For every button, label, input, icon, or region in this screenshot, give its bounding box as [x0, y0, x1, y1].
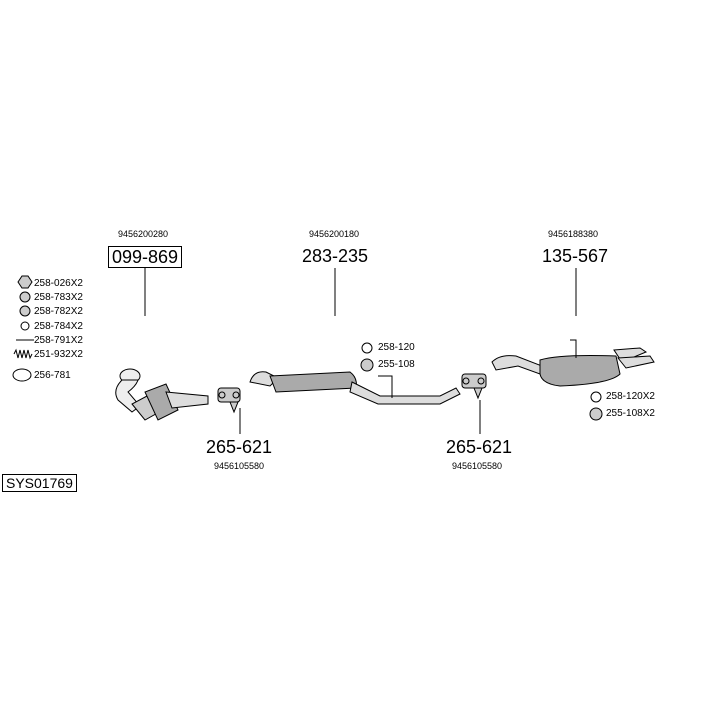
spring-icon: [13, 348, 33, 360]
legend-item: 251-932X2: [8, 347, 83, 361]
legend-label: 258-791X2: [34, 334, 83, 346]
legend-item: 258-784X2: [8, 319, 83, 333]
part-number[interactable]: 099-869: [108, 246, 183, 268]
legend-item: 256-781: [8, 368, 71, 382]
fitting-label: 258-120X2: [606, 391, 655, 402]
oem-number: 9456105580: [452, 461, 503, 471]
part-number[interactable]: 265-621: [206, 437, 273, 457]
system-code: SYS01769: [2, 474, 77, 492]
clamp-rear-drawing: [461, 373, 487, 400]
clamp-front-drawing: [217, 387, 241, 414]
part-number[interactable]: 283-235: [302, 246, 369, 266]
fitting-label: 255-108: [378, 359, 415, 370]
legend-label: 258-784X2: [34, 320, 83, 332]
legend-item: 258-026X2: [8, 276, 83, 290]
fitting-label: 255-108X2: [606, 408, 655, 419]
washer-icon: [20, 321, 30, 331]
spring-washer-icon: [19, 305, 31, 317]
legend-label: 258-026X2: [34, 277, 83, 289]
hanger-icon: [360, 358, 374, 372]
rubber-ring-icon: [590, 391, 602, 403]
part-number[interactable]: 265-621: [446, 437, 513, 457]
rear-silencer-drawing: [491, 339, 655, 387]
hanger-icon: [589, 407, 603, 421]
oem-number: 9456188380: [548, 229, 599, 239]
rubber-ring-icon: [361, 342, 373, 354]
legend-item: 258-783X2: [8, 290, 83, 304]
oem-number: 9456200280: [118, 229, 169, 239]
catalytic-converter-drawing: [115, 368, 209, 421]
gasket-icon: [12, 368, 32, 382]
oem-number: 9456200180: [309, 229, 360, 239]
fitting-label: 258-120: [378, 342, 415, 353]
legend-label: 258-783X2: [34, 291, 83, 303]
legend-label: 251-932X2: [34, 348, 83, 360]
hex-nut-icon: [17, 275, 33, 289]
flange-nut-icon: [19, 291, 31, 303]
oem-number: 9456105580: [214, 461, 265, 471]
legend-item: 258-791X2: [8, 333, 83, 347]
legend-label: 258-782X2: [34, 305, 83, 317]
part-number[interactable]: 135-567: [542, 246, 609, 266]
legend-label: 256-781: [34, 369, 71, 381]
centre-silencer-drawing: [249, 371, 461, 405]
legend-item: 258-782X2: [8, 304, 83, 318]
